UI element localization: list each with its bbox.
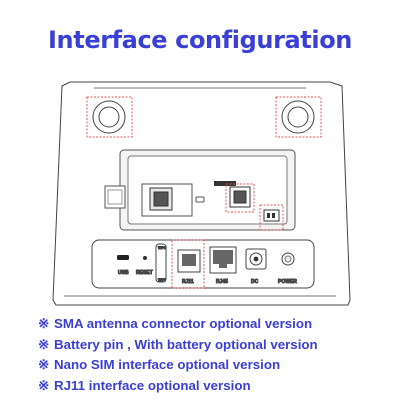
page-title: Interface configuration bbox=[48, 26, 352, 54]
note-mark: ※ bbox=[38, 336, 50, 352]
note-mark: ※ bbox=[38, 316, 50, 331]
port-panel: USB RESET WPS WIFI RJ11 RJ45 DC POWER bbox=[91, 239, 315, 289]
note-text: Nano SIM interface optional version bbox=[54, 357, 281, 372]
reset-button bbox=[143, 256, 147, 260]
dc-label: DC bbox=[251, 279, 259, 285]
battery-pin-highlight bbox=[259, 204, 284, 231]
note-text: SMA antenna connector optional version bbox=[54, 316, 313, 331]
note-text: Battery pin , With battery optional vers… bbox=[54, 336, 318, 352]
note-battery: ※Battery pin , With battery optional ver… bbox=[38, 335, 398, 356]
notes-list: ※SMA antenna connector optional version … bbox=[38, 314, 398, 396]
wifi-label: WIFI bbox=[158, 278, 166, 282]
wps-label: WPS bbox=[158, 246, 167, 250]
rj45-label: RJ45 bbox=[216, 279, 228, 285]
power-label: POWER bbox=[278, 279, 297, 285]
wps-wifi-button bbox=[155, 243, 167, 283]
note-mark: ※ bbox=[38, 357, 50, 372]
sma-antenna-connector-left bbox=[86, 96, 133, 138]
note-nano-sim: ※ Nano SIM interface optional version bbox=[38, 355, 398, 376]
note-text: RJ11 interface optional version bbox=[54, 377, 251, 393]
note-mark: ※ bbox=[38, 377, 50, 393]
note-sma: ※ SMA antenna connector optional version bbox=[38, 314, 398, 335]
note-rj11: ※RJ11 interface optional version bbox=[38, 376, 398, 397]
sma-antenna-connector-right bbox=[275, 96, 322, 138]
rj11-highlight bbox=[171, 239, 205, 289]
battery-pin-connector bbox=[263, 209, 280, 222]
nano-sim-highlight bbox=[225, 183, 255, 213]
rj11-label: RJ11 bbox=[182, 279, 194, 285]
usb-label: USB bbox=[118, 270, 129, 276]
sim-compartment bbox=[104, 149, 296, 231]
usb-port bbox=[117, 255, 129, 260]
reset-label: RESET bbox=[136, 270, 153, 276]
